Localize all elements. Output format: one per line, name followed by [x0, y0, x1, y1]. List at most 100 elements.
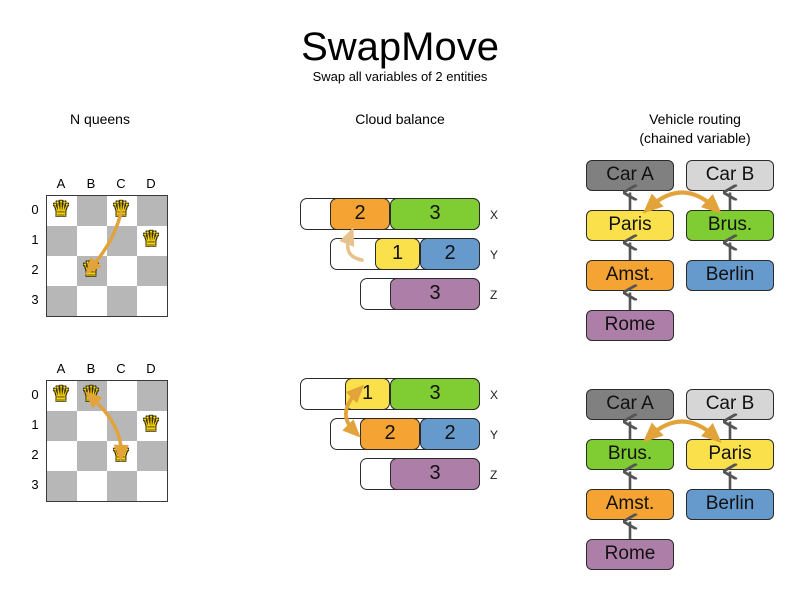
chessboard-rank-label-2: 2: [31, 447, 39, 462]
cloud-process-Z-0-after[interactable]: 3: [390, 458, 480, 490]
chessboard-file-label-D: D: [146, 361, 156, 376]
chessboard-cell-A2[interactable]: [47, 441, 77, 471]
chessboard-rank-label-1: 1: [31, 232, 39, 247]
chessboard-row: [47, 196, 167, 226]
chessboard-cell-B1[interactable]: [77, 411, 107, 441]
chessboard-row: [47, 471, 167, 501]
cloud-process-Y-1-after[interactable]: 2: [420, 418, 480, 450]
vrp-link-arrow-right-2-after: [719, 470, 741, 489]
cloud-process-Y-0-after[interactable]: 2: [360, 418, 420, 450]
chessboard-grid-after: [46, 380, 168, 502]
cloud-process-Z-0-before[interactable]: 3: [390, 278, 480, 310]
chessboard-cell-A2[interactable]: [47, 256, 77, 286]
vrp-node-rome-left-before[interactable]: Rome: [586, 310, 674, 341]
cloud-process-X-0-before[interactable]: 2: [330, 198, 390, 230]
chessboard-row: [47, 226, 167, 256]
chessboard-cell-C3[interactable]: [107, 286, 137, 316]
cloud-computer-label-Z-after: Z: [490, 468, 498, 482]
vrp-swap-arrow-after: [642, 419, 722, 443]
chessboard-file-label-C: C: [116, 176, 126, 191]
cloud-swap-arrow-after: [342, 384, 365, 438]
chessboard-cell-C2[interactable]: [107, 256, 137, 286]
chessboard-rank-label-3: 3: [31, 292, 39, 307]
chessboard-cell-A0[interactable]: [47, 381, 77, 411]
chessboard-cell-C0[interactable]: [107, 381, 137, 411]
vrp-link-arrow-right-2-before: [719, 241, 741, 260]
cloud-process-X-1-after[interactable]: 3: [390, 378, 480, 410]
chessboard-cell-C1[interactable]: [107, 226, 137, 256]
cloud-process-Y-1-before[interactable]: 2: [420, 238, 480, 270]
cloud-computer-label-X-before: X: [490, 208, 499, 222]
vrp-header-line-2: (chained variable): [639, 130, 751, 146]
chessboard-cell-A3[interactable]: [47, 471, 77, 501]
chessboard-cell-C2[interactable]: [107, 441, 137, 471]
vrp-link-arrow-left-2-after: [619, 470, 641, 489]
chessboard-cell-B2[interactable]: [77, 441, 107, 471]
chessboard-rank-label-1: 1: [31, 417, 39, 432]
vrp-node-berlin-right-before[interactable]: Berlin: [686, 260, 774, 291]
chessboard-cell-D0[interactable]: [137, 196, 167, 226]
chessboard-cell-B1[interactable]: [77, 226, 107, 256]
chessboard-file-label-A: A: [56, 361, 66, 376]
cloud-swap-arrow-before: [339, 227, 364, 262]
chessboard-rank-label-0: 0: [31, 202, 39, 217]
cloud-process-Y-0-before[interactable]: 1: [375, 238, 420, 270]
cloud-computer-label-Y-after: Y: [490, 428, 499, 442]
chessboard-cell-A1[interactable]: [47, 411, 77, 441]
chessboard-row: [47, 381, 167, 411]
vrp-link-arrow-left-2-before: [619, 241, 641, 260]
cloud-computer-label-Z-before: Z: [490, 288, 498, 302]
vrp-node-amst-left-before[interactable]: Amst.: [586, 260, 674, 291]
vrp-node-carb-right-before[interactable]: Car B: [686, 160, 774, 191]
chessboard-cell-B0[interactable]: [77, 196, 107, 226]
vrp-link-arrow-right-1-after: [719, 420, 741, 439]
page-subtitle: Swap all variables of 2 entities: [312, 69, 488, 84]
chessboard-row: [47, 286, 167, 316]
chessboard-rank-label-2: 2: [31, 262, 39, 277]
chessboard-file-label-A: A: [56, 176, 66, 191]
cloud-process-X-1-before[interactable]: 3: [390, 198, 480, 230]
chessboard-cell-B3[interactable]: [77, 286, 107, 316]
chessboard-row: [47, 256, 167, 286]
chessboard-cell-C3[interactable]: [107, 471, 137, 501]
vrp-link-arrow-right-1-before: [719, 191, 741, 210]
chessboard-cell-D2[interactable]: [137, 441, 167, 471]
chessboard-cell-A3[interactable]: [47, 286, 77, 316]
chessboard-file-label-B: B: [86, 361, 96, 376]
chessboard-cell-A0[interactable]: [47, 196, 77, 226]
column-header-cloud-balance: Cloud balance: [355, 111, 445, 127]
chessboard-cell-B3[interactable]: [77, 471, 107, 501]
column-header-vehicle-routing: Vehicle routing (chained variable): [600, 110, 790, 148]
vrp-link-arrow-left-1-after: [619, 420, 641, 439]
vrp-link-arrow-left-1-before: [619, 191, 641, 210]
chessboard-file-label-B: B: [86, 176, 96, 191]
cloud-computer-label-X-after: X: [490, 388, 499, 402]
chessboard-cell-D3[interactable]: [137, 471, 167, 501]
vrp-link-arrow-left-3-before: [619, 291, 641, 310]
chessboard-rank-label-3: 3: [31, 477, 39, 492]
chessboard-rank-label-0: 0: [31, 387, 39, 402]
column-header-nqueens: N queens: [70, 111, 130, 127]
vrp-node-amst-left-after[interactable]: Amst.: [586, 489, 674, 520]
chessboard-row: [47, 441, 167, 471]
vrp-node-rome-left-after[interactable]: Rome: [586, 539, 674, 570]
chessboard-cell-A1[interactable]: [47, 226, 77, 256]
chessboard-cell-B0[interactable]: [77, 381, 107, 411]
page-title: SwapMove: [301, 25, 499, 69]
chessboard-row: [47, 411, 167, 441]
vrp-swap-arrow-before: [642, 190, 722, 214]
chessboard-cell-D1[interactable]: [137, 226, 167, 256]
chessboard-cell-D2[interactable]: [137, 256, 167, 286]
chessboard-file-label-C: C: [116, 361, 126, 376]
chessboard-cell-C0[interactable]: [107, 196, 137, 226]
vrp-node-berlin-right-after[interactable]: Berlin: [686, 489, 774, 520]
chessboard-cell-B2[interactable]: [77, 256, 107, 286]
chessboard-cell-D0[interactable]: [137, 381, 167, 411]
chessboard-file-label-D: D: [146, 176, 156, 191]
chessboard-cell-D1[interactable]: [137, 411, 167, 441]
chessboard-cell-D3[interactable]: [137, 286, 167, 316]
chessboard-cell-C1[interactable]: [107, 411, 137, 441]
chessboard-grid-before: [46, 195, 168, 317]
